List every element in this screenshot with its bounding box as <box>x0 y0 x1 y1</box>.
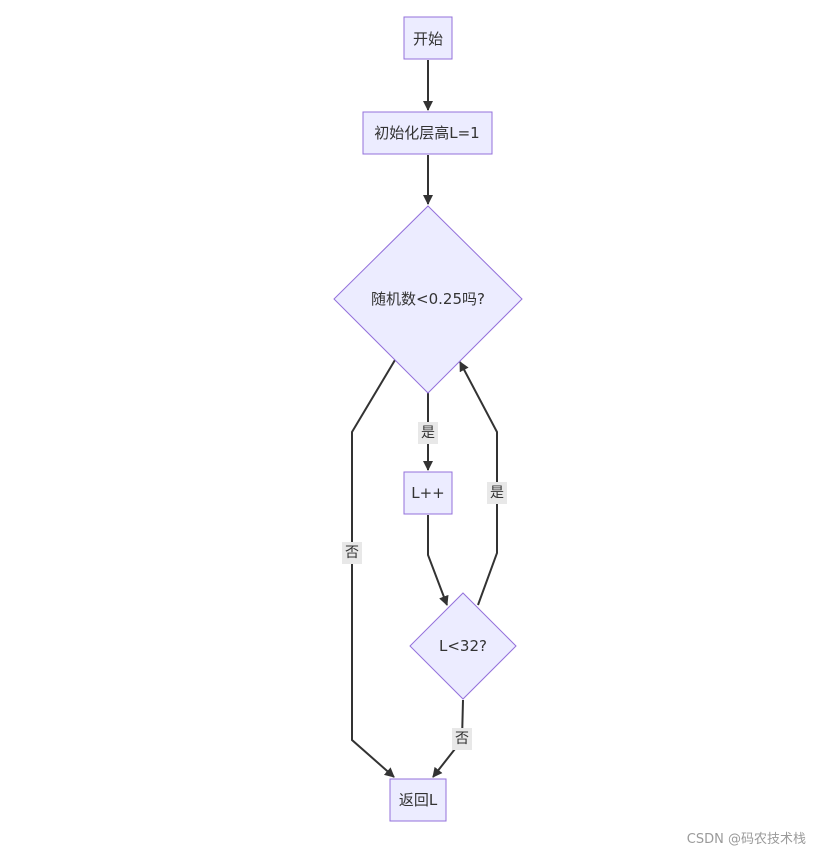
node-max-check: L<32? <box>409 592 517 700</box>
edge-label-rand-yes: 是 <box>418 422 438 444</box>
node-init-label: 初始化层高L=1 <box>374 124 479 142</box>
edge-label-max-yes: 是 <box>487 482 507 504</box>
node-return-label: 返回L <box>399 791 438 809</box>
node-return: 返回L <box>389 778 447 822</box>
edge-label-rand-no: 否 <box>342 542 362 564</box>
edge-rand-check-no <box>351 359 396 778</box>
node-init: 初始化层高L=1 <box>362 111 493 155</box>
edge-incr-to-max-check <box>427 515 449 606</box>
edge-label-max-no-text: 否 <box>455 731 469 747</box>
edge-label-max-yes-text: 是 <box>490 485 504 501</box>
watermark-text: CSDN @码农技术栈 <box>687 832 806 847</box>
node-rand-check-label: 随机数<0.25吗? <box>371 290 485 308</box>
node-start-label: 开始 <box>413 30 443 48</box>
edge-label-rand-yes-text: 是 <box>421 425 435 441</box>
node-start: 开始 <box>403 16 453 60</box>
edge-label-max-no: 否 <box>452 728 472 750</box>
node-rand-check: 随机数<0.25吗? <box>333 205 523 394</box>
node-incr-label: L++ <box>411 484 445 502</box>
node-max-check-label: L<32? <box>439 637 487 655</box>
edge-label-rand-no-text: 否 <box>345 545 359 561</box>
node-incr: L++ <box>403 471 453 515</box>
